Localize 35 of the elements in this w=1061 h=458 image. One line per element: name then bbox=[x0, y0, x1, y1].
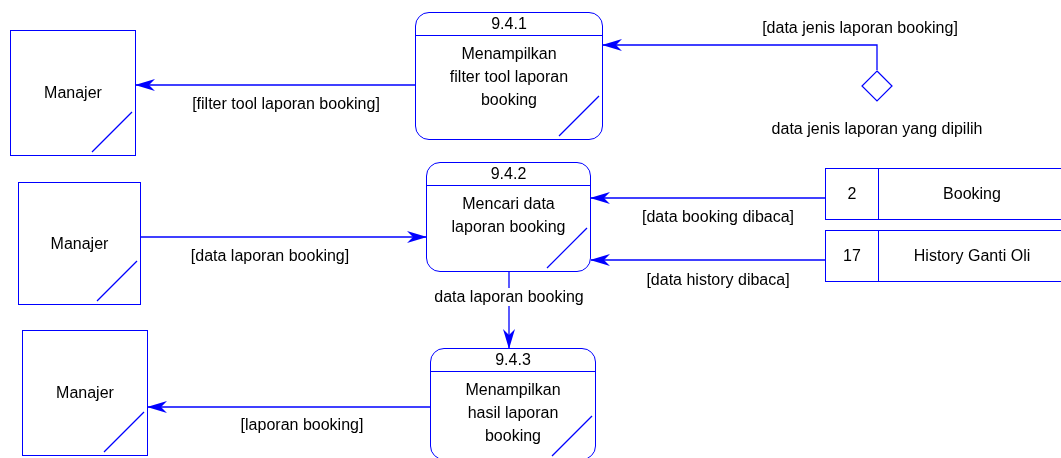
external-entity-box bbox=[10, 30, 136, 156]
arrow bbox=[140, 231, 427, 243]
data-store bbox=[825, 168, 1061, 220]
edge-label: [data laporan booking] bbox=[188, 247, 352, 265]
arrow bbox=[590, 192, 826, 204]
process-box bbox=[426, 162, 591, 272]
arrow bbox=[147, 401, 431, 413]
process-box bbox=[415, 12, 603, 140]
edge-label: [data jenis laporan booking] bbox=[760, 19, 960, 37]
entity-label: Manajer bbox=[44, 84, 102, 102]
process-number: 9.4.2 bbox=[427, 163, 590, 186]
arrow bbox=[590, 254, 826, 266]
entity-label: Manajer bbox=[56, 384, 114, 402]
edge-label: data laporan booking bbox=[432, 288, 586, 306]
process-number: 9.4.3 bbox=[431, 349, 595, 372]
process-label: Menampilkan filter tool laporan booking bbox=[448, 44, 570, 110]
store-label: History Ganti Oli bbox=[912, 246, 1032, 266]
edge-label: [laporan booking] bbox=[238, 416, 366, 434]
decision-diamond bbox=[861, 70, 893, 102]
edge-label: [data history dibaca] bbox=[644, 271, 792, 289]
edge-label: [filter tool laporan booking] bbox=[190, 95, 382, 113]
process-number: 9.4.1 bbox=[416, 13, 602, 36]
store-number: 17 bbox=[826, 231, 879, 281]
process-label: Menampilkan hasil laporan booking bbox=[464, 380, 562, 446]
store-number: 2 bbox=[826, 169, 879, 219]
arrow bbox=[602, 39, 878, 71]
node-caption: data jenis laporan yang dipilih bbox=[769, 120, 985, 138]
entity-label: Manajer bbox=[50, 234, 109, 253]
process-box bbox=[430, 348, 596, 458]
external-entity-box bbox=[18, 182, 141, 305]
process-label: Mencari data laporan booking bbox=[450, 194, 567, 237]
data-store bbox=[825, 230, 1061, 282]
external-entity-box bbox=[22, 330, 148, 456]
store-label: Booking bbox=[942, 184, 1002, 204]
arrow bbox=[135, 79, 416, 91]
